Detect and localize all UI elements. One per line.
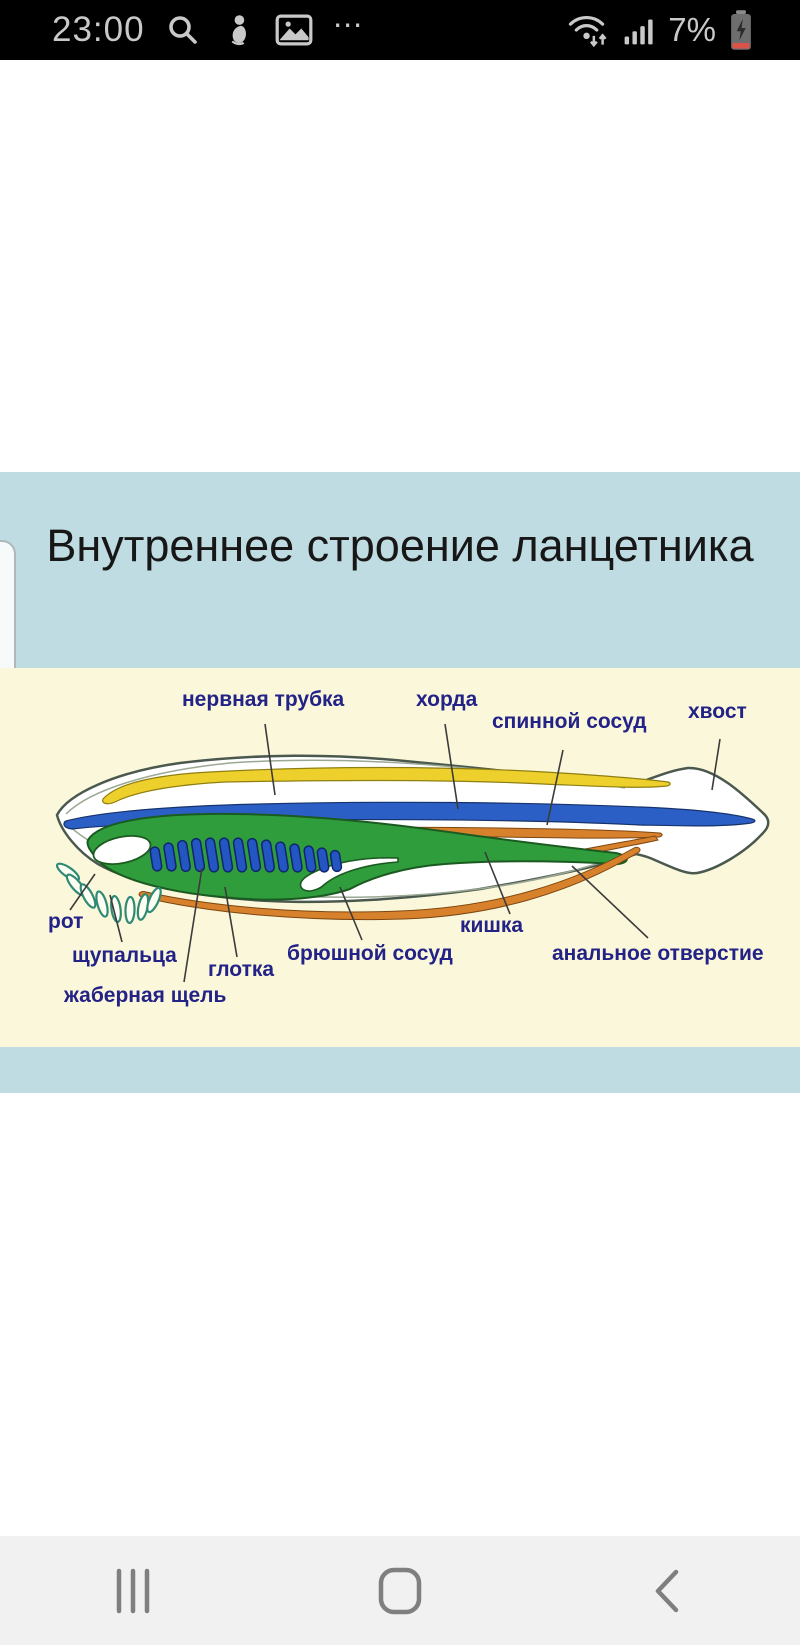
leader-tentacles [109,894,123,943]
signal-icon [624,19,653,45]
leader-ventral-vessel [339,886,363,941]
back-icon [655,1569,678,1612]
recents-icon [117,1568,150,1613]
label-gill-slit: жаберная щель [64,984,227,1007]
status-bar-right: 7% [566,9,800,51]
label-notochord: хорда [416,688,478,711]
home-button[interactable] [267,1536,534,1645]
title-banner: Внутреннее строение ланцетника [0,472,800,668]
leader-lines [69,723,721,983]
back-button[interactable] [533,1536,800,1645]
label-dorsal-vessel: спинной сосуд [492,710,647,733]
battery-percent: 7% [668,11,716,48]
leader-gill-slit [183,867,203,983]
navigation-bar [0,1536,800,1645]
pharynx-intestine-shape [86,812,628,901]
clock: 23:00 [52,10,145,49]
image-icon[interactable] [275,13,313,47]
nerve-tube-shape [102,766,671,805]
status-bar: 23:00 ⋯ [0,0,800,60]
tentacles-shapes [55,862,162,925]
label-tail: хвост [688,700,747,723]
label-intestine: кишка [460,914,524,937]
ventral-vessel-shape [138,846,641,921]
label-tentacles: щупальца [72,944,177,967]
battery-charging-icon [731,10,751,50]
lancelet-diagram: нервная трубка хорда спинной сосуд хвост… [0,668,800,1047]
leader-intestine [484,851,511,915]
lancelet-illustration [55,723,770,983]
wifi-arrows-icon [569,15,607,48]
banner-bottom-strip [0,1047,800,1093]
mouth-opening-shape [92,835,152,865]
label-anal-opening: анальное отверстие [552,942,764,965]
page-title: Внутреннее строение ланцетника [46,520,754,571]
label-nerve-tube: нервная трубка [182,688,345,711]
leader-anal-opening [571,865,649,939]
label-ventral-vessel: брюшной сосуд [287,942,453,965]
home-icon [378,1567,422,1614]
gill-slits [149,837,343,873]
leader-mouth [69,873,96,911]
status-bar-left: 23:00 ⋯ [52,9,367,49]
leader-pharynx [224,886,238,958]
label-mouth: рот [48,910,84,933]
search-icon[interactable] [165,12,201,48]
leader-nerve-tube [264,723,276,796]
label-pharynx: глотка [208,958,275,981]
leader-dorsal-vessel [546,749,564,826]
recents-button[interactable] [0,1536,267,1645]
leader-tail [711,738,721,791]
gut-curl-shape [299,857,399,892]
person-icon[interactable] [221,13,255,47]
leader-notochord [444,723,459,810]
